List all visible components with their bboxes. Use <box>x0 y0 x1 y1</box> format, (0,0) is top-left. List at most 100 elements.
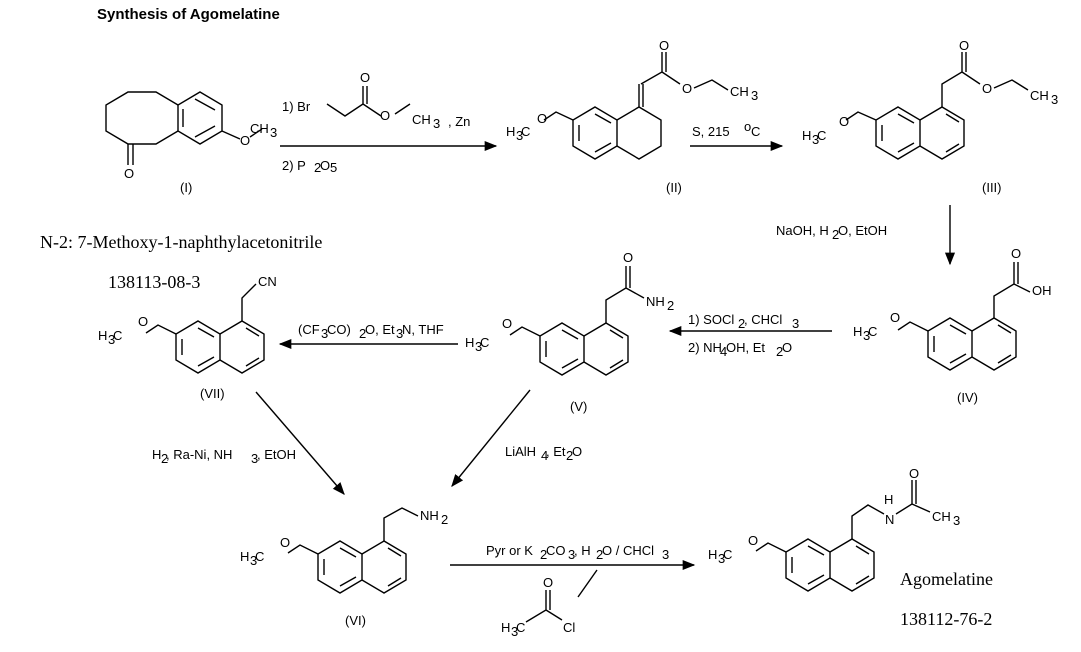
acetyl-chloride-o: O <box>543 575 553 590</box>
compound-II-h3c: H <box>506 124 515 139</box>
compound-III-ch3: CH <box>1030 88 1049 103</box>
agomelatine-acetyl-o: O <box>909 466 919 481</box>
compound-VII-h3c: H <box>98 328 107 343</box>
intermediate-cas: 138113-08-3 <box>108 272 200 292</box>
compound-VII-och3-o: O <box>138 314 148 329</box>
step4-reagent-b: 2) NH <box>688 340 722 355</box>
step1-p2o5-o: O <box>320 158 330 173</box>
step4-sub2: 2 <box>738 316 745 331</box>
compound-VI-h3c-c: C <box>255 549 264 564</box>
arrow-V-to-VI <box>451 389 531 487</box>
compound-VI-nh2: NH <box>420 508 439 523</box>
compound-VI-och3-o: O <box>280 535 290 550</box>
step8-sub3b: 3 <box>662 547 669 562</box>
step8-sub2: 2 <box>540 547 547 562</box>
compound-IV-oh: OH <box>1032 283 1052 298</box>
step7-reagent-c: O <box>572 444 582 459</box>
arrow-VII-to-VI <box>255 391 345 495</box>
compound-IV-och3-o: O <box>890 310 900 325</box>
compound-V-nh2: NH <box>646 294 665 309</box>
compound-II-och3-o: O <box>537 111 547 126</box>
compound-I-ch3-sub: 3 <box>270 125 277 140</box>
agomelatine-h3c-sub: 3 <box>718 551 725 566</box>
agomelatine-h3c-c: C <box>723 547 732 562</box>
compound-III-carbonyl-o: O <box>959 38 969 53</box>
step8-reagent-b: CO <box>546 543 566 558</box>
agomelatine-nh-h: H <box>884 492 893 507</box>
bromoacetate-ch3-sub: 3 <box>433 116 440 131</box>
compound-V-h3c-sub: 3 <box>475 339 482 354</box>
step8-sub2b: 2 <box>596 547 603 562</box>
compound-II-h3c-sub: 3 <box>516 128 523 143</box>
compound-III-structure <box>845 52 1029 160</box>
product-name: Agomelatine <box>900 569 993 589</box>
agomelatine-och3-o: O <box>748 533 758 548</box>
step3-h2-sub: 2 <box>832 227 839 242</box>
step3-reagent: NaOH, H <box>776 223 829 238</box>
compound-IV-label: (IV) <box>957 390 978 405</box>
step6-sub2: 2 <box>161 451 168 466</box>
step3-reagent-b: O, EtOH <box>838 223 887 238</box>
step2-reagent: S, 215 <box>692 124 730 139</box>
compound-VI-structure <box>287 507 419 594</box>
compound-III-h3c-sub: 3 <box>812 132 819 147</box>
compound-III-h3c: H <box>802 128 811 143</box>
acetyl-chloride-h3c-c: C <box>516 620 525 635</box>
step2-unit: C <box>751 124 760 139</box>
step4-sub4: 4 <box>720 344 727 359</box>
compound-IV-h3c-sub: 3 <box>863 328 870 343</box>
step6-sub3: 3 <box>251 451 258 466</box>
compound-VII-h3c-c: C <box>113 328 122 343</box>
scheme-title: Synthesis of Agomelatine <box>97 6 280 23</box>
compound-I-och3-o: O <box>240 133 250 148</box>
step1-reagent-b: , Zn <box>448 114 470 129</box>
acetyl-chloride-connector <box>577 569 598 598</box>
step5-reagent-d: N, THF <box>402 322 444 337</box>
compound-V-h3c: H <box>465 335 474 350</box>
compound-IV-structure <box>897 262 1031 371</box>
step7-sub4: 4 <box>541 448 548 463</box>
step1-reagent-c: 2) P <box>282 158 306 173</box>
bromoacetate-carbonyl-o: O <box>360 70 370 85</box>
compound-V-label: (V) <box>570 399 587 414</box>
acetyl-chloride-h3c: H <box>501 620 510 635</box>
compound-II-ch3-sub: 3 <box>751 88 758 103</box>
agomelatine-nh: N <box>885 512 894 527</box>
step8-reagent: Pyr or K <box>486 543 533 558</box>
bromoacetate-ester-o: O <box>380 108 390 123</box>
compound-IV-h3c-c: C <box>868 324 877 339</box>
compound-V-nh2-sub: 2 <box>667 298 674 313</box>
compound-III-h3c-c: C <box>817 128 826 143</box>
compound-III-ester-o: O <box>982 81 992 96</box>
compound-VII-h3c-sub: 3 <box>108 332 115 347</box>
step4-reagent-a2: , CHCl <box>744 312 782 327</box>
step5-sub2: 2 <box>359 326 366 341</box>
acetyl-chloride-cl: Cl <box>563 620 575 635</box>
product-cas: 138112-76-2 <box>900 609 992 629</box>
compound-VI-nh2-sub: 2 <box>441 512 448 527</box>
step7-sub2: 2 <box>566 448 573 463</box>
step5-reagent-b: CO) <box>327 322 351 337</box>
compound-II-ester-o: O <box>682 81 692 96</box>
compound-I-ketone-o: O <box>124 166 134 181</box>
step2-degree: o <box>744 119 751 134</box>
compound-VI-h3c-sub: 3 <box>250 553 257 568</box>
compound-II-h3c-c: C <box>521 124 530 139</box>
compound-VI-h3c: H <box>240 549 249 564</box>
step7-reagent-b: , Et <box>546 444 566 459</box>
compound-V-och3-o: O <box>502 316 512 331</box>
step4-sub3: 3 <box>792 316 799 331</box>
acetyl-chloride-h3c-sub: 3 <box>511 624 518 639</box>
step5-sub3: 3 <box>321 326 328 341</box>
agomelatine-h3c: H <box>708 547 717 562</box>
step7-reagent: LiAlH <box>505 444 536 459</box>
compound-V-structure <box>509 266 645 376</box>
compound-I-structure <box>105 91 263 165</box>
acetyl-chloride-structure <box>525 590 563 623</box>
bromoacetate-ch3: CH <box>412 112 431 127</box>
compound-I-ch3: CH <box>250 121 269 136</box>
compound-V-carbonyl-o: O <box>623 250 633 265</box>
step8-reagent-d: O / CHCl <box>602 543 654 558</box>
step4-reagent-b2: OH, Et <box>726 340 765 355</box>
compound-IV-h3c: H <box>853 324 862 339</box>
